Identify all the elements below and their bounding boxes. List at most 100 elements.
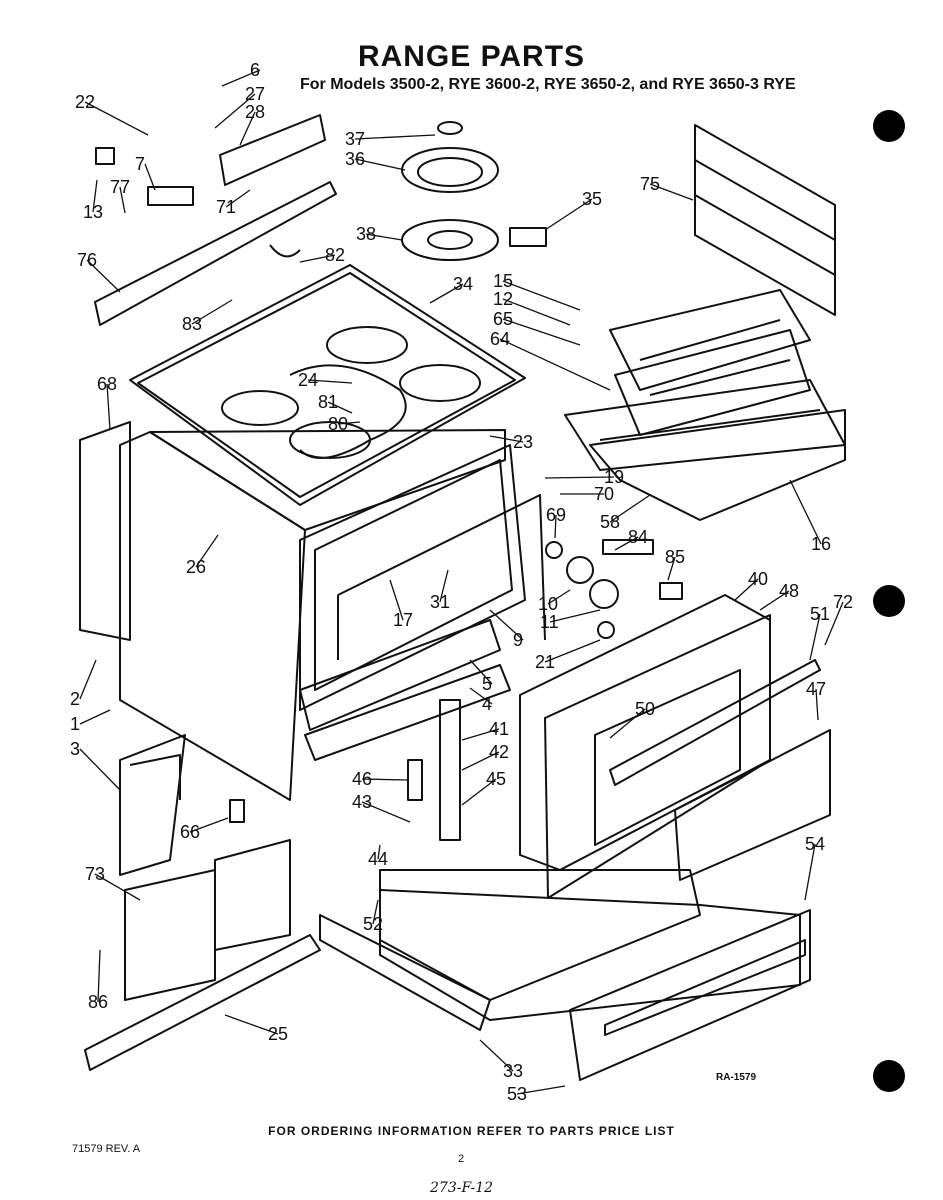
leader-line	[84, 101, 149, 136]
part-label: 41	[489, 719, 509, 739]
cooktop-drawing	[129, 264, 526, 506]
part-label: 7	[135, 154, 145, 174]
part-label: 27	[245, 84, 265, 104]
leader-line	[489, 435, 524, 443]
part-label: 4	[482, 694, 492, 714]
leader-line	[809, 613, 821, 661]
leader-line	[377, 844, 381, 860]
part-label: 84	[628, 527, 648, 547]
leader-line	[361, 778, 409, 781]
leader-line	[547, 589, 571, 605]
leader-line	[789, 479, 822, 545]
part-label: 9	[513, 630, 523, 650]
leader-line	[239, 111, 256, 146]
leader-line	[554, 514, 557, 539]
control-parts-drawing	[94, 114, 683, 841]
leader-line	[609, 494, 651, 523]
oven-door-drawing	[519, 594, 831, 899]
leader-line	[354, 158, 406, 171]
leader-line	[429, 283, 464, 304]
leader-line	[221, 69, 261, 87]
leader-line	[804, 843, 816, 901]
leader-line	[191, 299, 233, 325]
leader-line	[544, 198, 593, 231]
leader-line	[502, 318, 581, 346]
part-label: 34	[453, 274, 473, 294]
leader-line	[489, 609, 524, 641]
leader-line	[195, 534, 219, 568]
part-label: 48	[779, 581, 799, 601]
leader-line	[544, 639, 601, 663]
leader-line	[189, 817, 229, 833]
leader-line	[461, 728, 500, 741]
part-label: 85	[665, 547, 685, 567]
leader-line	[224, 1014, 279, 1035]
leader-line	[79, 659, 97, 700]
handwritten-note: 273-F-12	[430, 1180, 494, 1196]
leader-line	[499, 338, 611, 391]
part-label: 19	[604, 467, 624, 487]
broiler-rack-drawing	[694, 124, 836, 316]
part-label: 23	[513, 432, 533, 452]
leader-line	[824, 601, 844, 646]
leader-line	[759, 590, 790, 611]
leader-line	[516, 1085, 566, 1095]
part-label: 50	[635, 699, 655, 719]
leader-line	[502, 280, 581, 311]
leader-line	[354, 134, 436, 140]
part-label: 11	[540, 612, 559, 632]
page-number: 2	[458, 1153, 465, 1165]
part-label: 35	[582, 189, 602, 209]
part-label: 2	[70, 689, 80, 709]
part-label: 70	[594, 484, 614, 504]
binder-hole	[873, 585, 905, 617]
leader-line	[337, 421, 361, 425]
leader-line	[502, 298, 571, 326]
leader-line	[365, 233, 403, 241]
binder-hole	[873, 1060, 905, 1092]
leader-line	[549, 609, 601, 623]
leader-line	[92, 179, 98, 213]
part-label: 25	[268, 1024, 288, 1044]
drawing-reference: RA-1579	[716, 1072, 757, 1083]
leader-line	[469, 659, 493, 685]
leader-line	[461, 778, 497, 806]
part-label: 42	[489, 742, 509, 762]
leader-line	[815, 688, 819, 721]
leader-line	[479, 1039, 514, 1072]
side-panel-drawing	[84, 734, 321, 1071]
part-label: 69	[546, 505, 566, 525]
leader-line	[461, 751, 500, 771]
leader-line	[327, 401, 353, 414]
part-label: 16	[811, 534, 831, 554]
leader-line	[469, 687, 493, 705]
leader-line	[86, 259, 121, 293]
part-label: 1	[70, 714, 80, 734]
surface-unit-drawing	[401, 121, 547, 261]
leader-line	[372, 899, 379, 925]
oven-body-drawing	[79, 421, 546, 801]
part-label: 54	[805, 834, 825, 854]
leader-line	[614, 536, 639, 551]
leader-line	[79, 709, 111, 725]
leader-line	[609, 708, 646, 739]
leader-line	[307, 379, 353, 384]
part-label: 51	[810, 604, 830, 624]
leader-line	[119, 186, 126, 214]
leader-line	[79, 748, 121, 791]
leader-line	[94, 873, 141, 901]
leader-line	[299, 254, 336, 263]
part-label: 17	[393, 610, 413, 630]
leader-line	[439, 569, 449, 603]
document-number: 71579 REV. A	[72, 1143, 141, 1155]
leader-line	[734, 578, 759, 601]
part-label: 72	[833, 592, 853, 612]
part-label: 82	[325, 245, 345, 265]
leader-line	[225, 189, 251, 208]
leader-line	[649, 183, 694, 201]
leader-line	[389, 579, 404, 621]
part-label: 28	[245, 102, 265, 122]
part-label: 5	[482, 674, 492, 694]
leader-line	[667, 556, 676, 581]
